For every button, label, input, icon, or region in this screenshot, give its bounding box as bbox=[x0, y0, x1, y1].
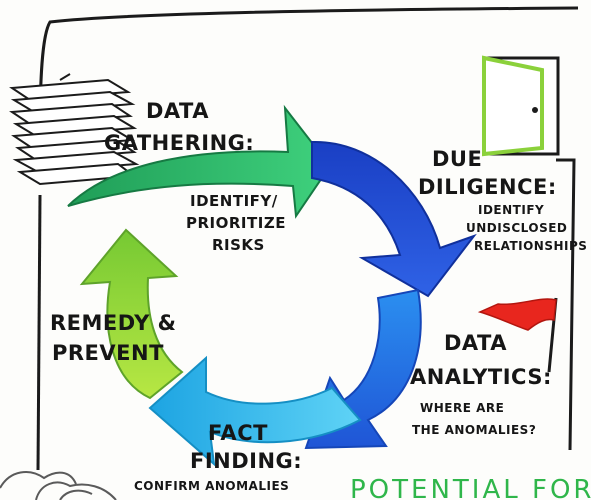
remedy-title-1: REMEDY & bbox=[50, 311, 177, 335]
data-gathering-sub-2: PRIORITIZE bbox=[186, 214, 286, 232]
cycle-arrow-blue-dark bbox=[311, 140, 477, 298]
data-gathering-title-1: DATA bbox=[146, 99, 209, 123]
red-flag-icon bbox=[477, 297, 558, 373]
cycle-arrow-lime bbox=[79, 228, 184, 400]
bottom-right-text: POTENTIAL FORE bbox=[350, 475, 591, 500]
paper-stack-icon bbox=[9, 73, 140, 186]
remedy-title-2: PREVENT bbox=[52, 341, 164, 365]
data-analytics-sub-2: THE ANOMALIES? bbox=[412, 423, 536, 437]
cycle-arrow-cyan bbox=[148, 355, 362, 467]
data-analytics-title-2: ANALYTICS: bbox=[410, 365, 552, 389]
door-icon bbox=[482, 55, 560, 157]
data-analytics-title-1: DATA bbox=[444, 331, 507, 355]
fact-finding-title-2: FINDING: bbox=[190, 449, 302, 473]
data-gathering-title-2: GATHERING: bbox=[104, 131, 254, 155]
frame-line bbox=[38, 6, 579, 136]
due-diligence-title-1: DUE bbox=[432, 147, 482, 171]
frame-line bbox=[556, 158, 576, 451]
due-diligence-sub-2: UNDISCLOSED bbox=[466, 221, 567, 235]
due-diligence-sub-1: IDENTIFY bbox=[478, 203, 544, 217]
data-gathering-sub-1: IDENTIFY/ bbox=[190, 192, 278, 210]
data-analytics-sub-1: WHERE ARE bbox=[420, 401, 504, 415]
data-gathering-sub-3: RISKS bbox=[212, 236, 265, 254]
person-sketch-icon bbox=[0, 471, 117, 500]
fact-finding-title-1: FACT bbox=[208, 421, 268, 445]
fact-finding-sub-1: CONFIRM ANOMALIES bbox=[134, 479, 289, 493]
due-diligence-title-2: DILIGENCE: bbox=[418, 175, 557, 199]
frame-line bbox=[36, 194, 42, 471]
due-diligence-sub-3: RELATIONSHIPS bbox=[474, 239, 587, 253]
